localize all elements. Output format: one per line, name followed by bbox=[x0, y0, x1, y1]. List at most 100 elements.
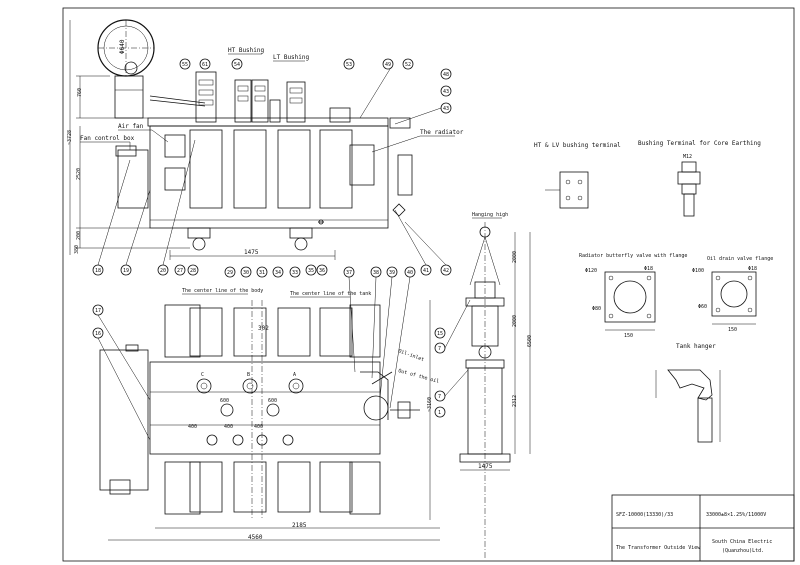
title-drawing: The Transformer Outside View bbox=[616, 545, 701, 551]
svg-text:19: 19 bbox=[123, 268, 129, 274]
svg-text:43: 43 bbox=[443, 106, 449, 112]
dim-80: Φ80 bbox=[592, 306, 601, 312]
tank-body bbox=[149, 125, 389, 229]
dim-1475-front: 1475 bbox=[244, 249, 259, 256]
svg-text:29: 29 bbox=[227, 270, 233, 276]
dim-600-a: 600 bbox=[220, 398, 229, 404]
dim-3728: ~3728 bbox=[67, 130, 73, 145]
dim-2520: 2520 bbox=[76, 168, 82, 180]
svg-text:18: 18 bbox=[95, 268, 101, 274]
label-core-earthing: Bushing Terminal for Core Earthing bbox=[638, 140, 761, 147]
plan-view: The center line of the body The center l… bbox=[99, 288, 440, 541]
dim-380: 380 bbox=[74, 245, 80, 254]
svg-text:52: 52 bbox=[405, 62, 411, 68]
label-oil-outlet: Out of the oil bbox=[397, 368, 439, 385]
label-hanging-high: Hanging high bbox=[472, 212, 508, 218]
svg-text:7: 7 bbox=[438, 346, 441, 352]
svg-text:41: 41 bbox=[423, 268, 429, 274]
title-model: SFZ-10000(13330)/33 bbox=[616, 512, 673, 518]
label-radiator-valve: Radiator butterfly valve with flange bbox=[579, 253, 687, 259]
svg-text:33: 33 bbox=[292, 270, 298, 276]
dim-120: Φ120 bbox=[585, 268, 597, 274]
svg-text:400: 400 bbox=[254, 424, 263, 430]
svg-text:34: 34 bbox=[275, 270, 281, 276]
svg-text:53: 53 bbox=[346, 62, 352, 68]
label-radiator: The radiator bbox=[420, 129, 464, 136]
dim-18a: Φ18 bbox=[644, 266, 653, 272]
svg-text:20: 20 bbox=[160, 268, 166, 274]
svg-text:43: 43 bbox=[443, 89, 449, 95]
dim-302: 302 bbox=[258, 325, 269, 332]
svg-text:400: 400 bbox=[188, 424, 197, 430]
sheet-border bbox=[62, 7, 795, 562]
label-ht-lv-terminal: HT & LV bushing terminal bbox=[534, 142, 621, 149]
svg-text:39: 39 bbox=[389, 270, 395, 276]
svg-text:55: 55 bbox=[182, 62, 188, 68]
svg-text:61: 61 bbox=[202, 62, 208, 68]
dim-60: Φ60 bbox=[698, 304, 707, 310]
top-bushings bbox=[195, 71, 351, 123]
dim-3160: ~3160 bbox=[427, 397, 433, 412]
dim-2312: 2312 bbox=[512, 395, 518, 407]
fan-control-box bbox=[117, 149, 149, 209]
balloons-plan: 17 16 29 30 31 34 33 37 38 39 40 bbox=[92, 266, 416, 441]
svg-text:7: 7 bbox=[438, 394, 441, 400]
svg-text:17: 17 bbox=[95, 308, 101, 314]
svg-text:27: 27 bbox=[177, 268, 183, 274]
side-view: Hanging high 1475 2000 2000 2312 6500 15… bbox=[434, 212, 533, 560]
svg-text:37: 37 bbox=[346, 270, 352, 276]
dim-2185: 2185 bbox=[292, 522, 307, 529]
svg-text:600: 600 bbox=[268, 398, 277, 404]
svg-text:42: 42 bbox=[443, 268, 449, 274]
svg-text:C: C bbox=[201, 372, 204, 378]
dim-2000-b: 2000 bbox=[512, 315, 518, 327]
svg-text:400: 400 bbox=[224, 424, 233, 430]
svg-text:48: 48 bbox=[443, 72, 449, 78]
conservator-plan bbox=[99, 349, 149, 491]
dim-m12: M12 bbox=[683, 154, 692, 160]
label-lt-bushing: LT Bushing bbox=[273, 54, 310, 61]
dim-150b: 150 bbox=[728, 327, 737, 333]
dim-760: 760 bbox=[77, 88, 83, 97]
label-oil-inlet: Oil-inlet bbox=[397, 348, 425, 363]
title-company-1: South China Electric bbox=[712, 539, 772, 545]
label-oil-drain-valve: Oil drain valve flange bbox=[707, 256, 773, 262]
svg-text:35: 35 bbox=[308, 268, 314, 274]
dim-200: 200 bbox=[76, 231, 82, 240]
svg-text:54: 54 bbox=[234, 62, 240, 68]
title-rating: 33000±8×1.25%/11000V bbox=[706, 512, 766, 518]
dim-2000-a: 2000 bbox=[512, 251, 518, 263]
label-ht-bushing: HT Bushing bbox=[228, 47, 265, 54]
label-center-line-body: The center line of the body bbox=[182, 288, 263, 294]
dim-1475-side: 1475 bbox=[478, 463, 493, 470]
label-air-fan: Air fan bbox=[118, 123, 144, 130]
svg-text:A: A bbox=[293, 372, 296, 378]
svg-text:16: 16 bbox=[95, 331, 101, 337]
radiators-front bbox=[164, 129, 375, 209]
svg-text:30: 30 bbox=[243, 270, 249, 276]
title-block: SFZ-10000(13330)/33 33000±8×1.25%/11000V… bbox=[611, 494, 795, 562]
label-center-line-tank: The center line of the tank bbox=[290, 291, 371, 297]
tank-plan bbox=[149, 361, 381, 455]
details: HT & LV bushing terminal Bushing Termina… bbox=[534, 140, 773, 443]
front-view: Φ640 HT Bushing LT Bushing bbox=[67, 19, 464, 260]
dim-4560: 4560 bbox=[248, 534, 263, 541]
svg-text:49: 49 bbox=[385, 62, 391, 68]
svg-text:1: 1 bbox=[438, 410, 441, 416]
svg-text:28: 28 bbox=[190, 268, 196, 274]
svg-text:38: 38 bbox=[373, 270, 379, 276]
title-company-2: (Quanzhou)Ltd. bbox=[722, 548, 764, 554]
dim-100: Φ100 bbox=[692, 268, 704, 274]
dim-150a: 150 bbox=[624, 333, 633, 339]
dim-6500: 6500 bbox=[527, 335, 533, 347]
label-tank-hanger: Tank hanger bbox=[676, 343, 716, 350]
label-fan-control-box: Fan control box bbox=[80, 135, 135, 142]
svg-text:36: 36 bbox=[319, 268, 325, 274]
svg-text:31: 31 bbox=[259, 270, 265, 276]
svg-text:15: 15 bbox=[437, 331, 443, 337]
svg-text:40: 40 bbox=[407, 270, 413, 276]
dim-conservator-dia: Φ640 bbox=[119, 39, 126, 54]
balloons-front: 55 61 54 53 49 52 48 43 43 18 19 20 27 2… bbox=[92, 58, 452, 276]
dim-18b: Φ18 bbox=[748, 266, 757, 272]
